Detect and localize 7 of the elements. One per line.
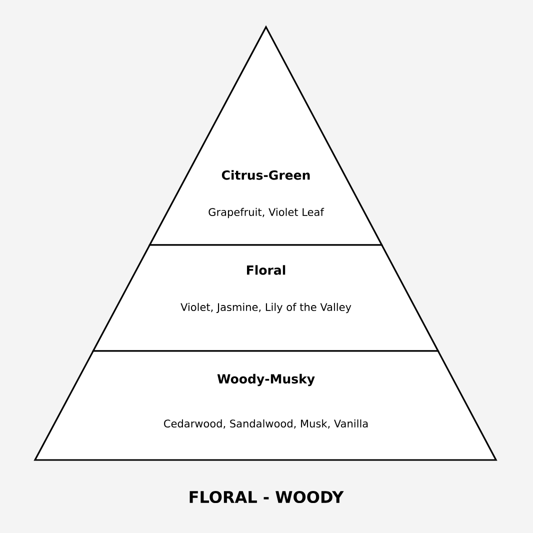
tier-heading: Citrus-Green: [222, 170, 310, 180]
tier-heading: Woody-Musky: [217, 374, 315, 386]
title: FLORAL - WOODY: [190, 490, 344, 504]
tier-text: Violet, Jasmine, Lily of the Valley: [180, 302, 352, 314]
tier-text: Cedarwood, Sandalwood, Musk, Vanilla: [164, 419, 368, 429]
tier-text: Grapefruit, Violet Leaf: [208, 208, 324, 218]
tier-heading: Floral: [247, 265, 286, 275]
